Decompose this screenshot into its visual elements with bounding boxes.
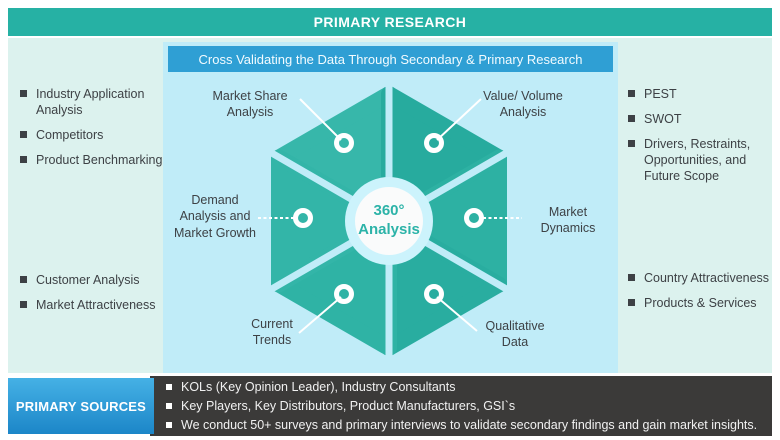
list-item-label: Product Benchmarking [36,153,163,167]
segment-label-market-share: Market Share Analysis [212,89,288,120]
segment-label-current-trends: Current Trends [251,317,293,348]
list-item: Drivers, Restraints, Opportunities, and … [628,136,780,184]
list-item-label: SWOT [644,112,682,126]
primary-sources-badge: PRIMARY SOURCES [8,378,154,434]
left-list-top: Industry Application Analysis Competitor… [20,86,172,177]
ring-marker-icon [293,208,313,228]
list-item: Products & Services [628,295,780,311]
list-item: Product Benchmarking [20,152,172,168]
ring-marker-icon [424,133,444,153]
segment-markers [293,133,484,304]
list-item-label: PEST [644,87,677,101]
square-bullet-icon [628,90,635,97]
ring-marker-icon [334,284,354,304]
center-label-value: 360° [373,202,405,219]
list-item: Key Players, Key Distributors, Product M… [166,397,757,416]
segment-label-market-dynamics: Market Dynamics [540,205,596,236]
diagram-title-bar: Cross Validating the Data Through Second… [168,46,613,72]
square-bullet-icon [628,115,635,122]
list-item-label: We conduct 50+ surveys and primary inter… [181,417,758,432]
list-item-label: Country Attractiveness [644,271,770,285]
list-item-label: Products & Services [644,296,757,310]
square-bullet-icon [20,276,27,283]
square-bullet-icon [628,299,635,306]
list-item-label: Drivers, Restraints, Opportunities, and … [644,137,751,183]
center-label-text: Analysis [358,220,420,238]
list-item-label: Industry Application Analysis [36,87,145,117]
right-list-bottom: Country Attractiveness Products & Servic… [628,270,780,320]
center-circle [355,187,423,255]
label-connectors [258,98,522,334]
list-item: Customer Analysis [20,272,172,288]
square-bullet-icon [20,301,27,308]
ring-marker-icon [464,208,484,228]
ring-marker-icon [334,133,354,153]
list-item: Country Attractiveness [628,270,780,286]
list-item: Industry Application Analysis [20,86,172,118]
list-item-label: Key Players, Key Distributors, Product M… [181,398,516,413]
list-item-label: Market Attractiveness [36,298,156,312]
list-item-label: Customer Analysis [36,273,140,287]
left-list-bottom: Customer Analysis Market Attractiveness [20,272,172,322]
list-item: PEST [628,86,780,102]
connector-line [436,98,482,141]
list-item: We conduct 50+ surveys and primary inter… [166,416,757,435]
square-bullet-icon [20,90,27,97]
diagram-title: Cross Validating the Data Through Second… [198,51,583,67]
diagram-panel: Cross Validating the Data Through Second… [163,42,618,373]
list-item: SWOT [628,111,780,127]
square-bullet-icon [166,402,172,409]
square-bullet-icon [166,421,172,428]
list-item: Competitors [20,127,172,143]
primary-research-header: PRIMARY RESEARCH [8,8,772,36]
center-label: 360° Analysis [349,202,429,240]
hexagon-diagram [258,75,522,367]
connector-line [298,296,342,334]
list-item-label: KOLs (Key Opinion Leader), Industry Cons… [181,379,456,394]
primary-sources-detail-box: KOLs (Key Opinion Leader), Industry Cons… [150,376,772,436]
square-bullet-icon [20,131,27,138]
segment-label-value-volume: Value/ Volume Analysis [483,89,563,120]
primary-sources-list: KOLs (Key Opinion Leader), Industry Cons… [150,378,767,435]
ring-marker-icon [424,284,444,304]
page-title: PRIMARY RESEARCH [313,14,467,30]
outer-panel: Industry Application Analysis Competitor… [8,38,772,373]
square-bullet-icon [628,140,635,147]
list-item: KOLs (Key Opinion Leader), Industry Cons… [166,378,757,397]
connector-line [299,98,342,141]
right-list-top: PEST SWOT Drivers, Restraints, Opportuni… [628,86,780,193]
square-bullet-icon [166,383,172,390]
segment-label-qualitative-data: Qualitative Data [485,319,545,350]
list-item: Market Attractiveness [20,297,172,313]
primary-sources-label: PRIMARY SOURCES [15,398,147,414]
segment-label-demand-analysis: Demand Analysis and Market Growth [174,193,256,240]
square-bullet-icon [20,156,27,163]
list-item-label: Competitors [36,128,104,142]
connector-line [436,296,478,332]
square-bullet-icon [628,274,635,281]
